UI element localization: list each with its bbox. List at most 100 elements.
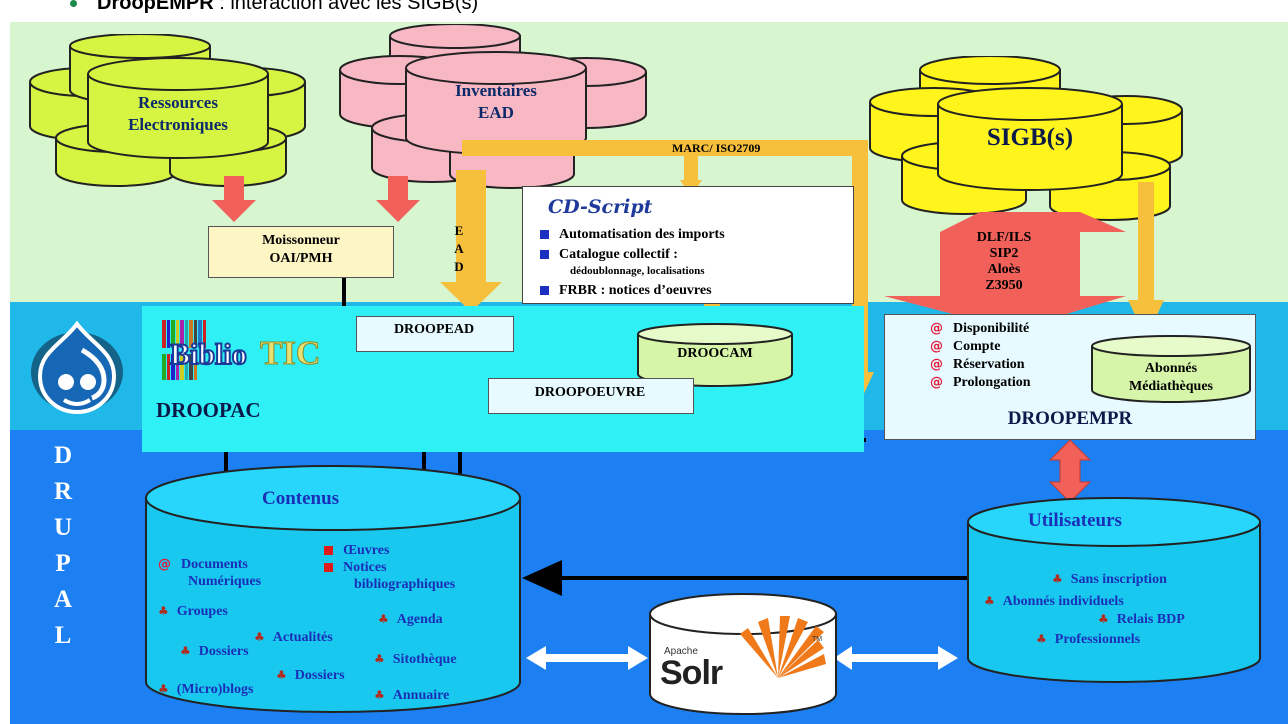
svg-text:Biblio: Biblio — [170, 338, 247, 371]
droopoeuvre-box — [488, 378, 694, 414]
contenus-at-item: @ Documents — [158, 556, 261, 573]
utilisateurs-item: ♣ Relais BDP — [1098, 612, 1185, 628]
contenus-tree-item: ♣ Dossiers — [180, 644, 249, 660]
inventaires-line1: Inventaires — [455, 81, 537, 100]
ressources-line1: Ressources — [138, 93, 218, 112]
sigb-cylinders — [869, 56, 1183, 221]
drupal-vertical-label: D R U P A L — [48, 438, 78, 654]
contenus-item-text: Agenda — [396, 612, 443, 627]
cdscript-item: Automatisation des imports — [540, 226, 850, 244]
at-bullet-icon: @ — [930, 375, 943, 390]
header-rest: : interaction avec les SIGB(s) — [213, 0, 479, 14]
contenus-title: Contenus — [262, 488, 340, 509]
contenus-tree-item: ♣ Agenda — [378, 612, 443, 628]
droocam-label: DROOCAM — [677, 346, 753, 361]
utilisateurs-item-text: Abonnés individuels — [1002, 594, 1124, 609]
contenus-item-text: Dossiers — [198, 644, 249, 659]
contenus-square-item: Notices — [324, 559, 455, 576]
tree-bullet-icon: ♣ — [378, 612, 389, 626]
utilisateurs-item: ♣ Professionnels — [1036, 632, 1140, 648]
ead-letter: A — [454, 241, 464, 256]
abonnes-label: Abonnés Médiathèques — [1090, 360, 1252, 396]
ead-vertical-label: E A D — [452, 222, 466, 276]
header-bullet: DroopEMPR : interaction avec les SIGB(s) — [70, 0, 478, 15]
utilisateurs-item: ♣Sans inscription — [1052, 572, 1167, 588]
abonnes-cylinder — [1091, 335, 1251, 403]
svg-text:TIC: TIC — [260, 335, 320, 372]
droopead-box — [356, 316, 514, 352]
tree-bullet-icon: ♣ — [254, 630, 265, 644]
contenus-item-text: Annuaire — [392, 688, 450, 703]
protocol-item: DLF/ILS — [976, 230, 1032, 245]
contenus-documents: @Documents Numériques — [158, 556, 261, 590]
inventaires-label: Inventaires EAD — [416, 80, 576, 124]
utilisateurs-item-text: Relais BDP — [1116, 612, 1185, 627]
at-bullet-icon: @ — [930, 357, 943, 372]
empr-item-text: Prolongation — [953, 375, 1031, 390]
contenus-item-text: Actualités — [272, 630, 333, 645]
protocol-item: Aloès — [987, 262, 1021, 277]
ead-letter: E — [454, 223, 464, 238]
droopac-label: DROOPAC — [156, 398, 261, 422]
cdscript-list: Automatisation des imports Catalogue col… — [540, 226, 850, 300]
cdscript-box — [522, 186, 854, 304]
cdscript-item: Catalogue collectif : — [540, 246, 850, 264]
drupal-letter: D — [53, 442, 73, 469]
utilisateurs-item-text: Sans inscription — [1070, 572, 1167, 587]
tree-bullet-icon: ♣ — [276, 668, 287, 682]
drupal-letter: U — [53, 514, 73, 541]
at-bullet-icon: @ — [930, 339, 943, 354]
solr-apache-label: Apache — [664, 646, 698, 657]
utilisateurs-cylinder — [967, 497, 1261, 683]
drupal-drop-icon — [31, 320, 123, 415]
utilisateurs-title: Utilisateurs — [1028, 510, 1122, 531]
tree-bullet-icon: ♣ — [984, 594, 995, 608]
abonnes-line1: Abonnés — [1144, 361, 1198, 376]
at-bullet-icon: @ — [930, 321, 943, 336]
protocol-item: SIP2 — [989, 246, 1019, 261]
protocol-item: Z3950 — [985, 278, 1023, 293]
solr-cylinder — [649, 593, 837, 715]
inventaires-cylinders — [339, 24, 647, 189]
contenus-item-text: (Micro)blogs — [176, 682, 254, 697]
tree-bullet-icon: ♣ — [374, 688, 385, 702]
tree-bullet-icon: ♣ — [374, 652, 385, 666]
tree-bullet-icon: ♣ — [180, 644, 191, 658]
empr-item-text: Réservation — [953, 357, 1025, 372]
contenus-item-text: Groupes — [176, 604, 228, 619]
cdscript-item-text: Catalogue collectif : — [559, 247, 678, 262]
sigb-label: SIGB(s) — [986, 124, 1074, 151]
drupal-letter: P — [55, 550, 71, 577]
cdscript-item: FRBR : notices d’oeuvres — [540, 282, 850, 300]
abonnes-line2: Médiathèques — [1129, 379, 1213, 394]
header-bold: DroopEMPR — [97, 0, 214, 14]
empr-item: @ Disponibilité — [930, 320, 1031, 338]
bullet-square-icon — [540, 286, 549, 296]
empr-item-text: Disponibilité — [953, 321, 1030, 336]
empr-item: @ Réservation — [930, 356, 1031, 374]
empr-item: @ Prolongation — [930, 374, 1031, 392]
bullet-square-icon — [540, 230, 549, 240]
tree-bullet-icon: ♣ — [158, 604, 169, 618]
at-bullet-icon: @ — [158, 557, 171, 572]
contenus-item-text: Dossiers — [294, 668, 345, 683]
ressources-cylinders — [29, 34, 306, 187]
contenus-item-text: Documents — [181, 557, 248, 572]
contenus-tree-item: ♣ Dossiers — [276, 668, 345, 684]
inventaires-line2: EAD — [478, 103, 514, 122]
empr-item-text: Compte — [953, 339, 1001, 354]
utilisateurs-item-text: Professionnels — [1054, 632, 1141, 647]
cdscript-item-sub: dédoublonnage, localisations — [570, 265, 705, 277]
droopead-label: DROOPEAD — [393, 322, 475, 337]
contenus-tree-item: ♣ Groupes — [158, 604, 228, 620]
ressources-line2: Electroniques — [128, 115, 228, 134]
droopempr-list: @ Disponibilité @ Compte @ Réservation @ Pro… — [930, 320, 1031, 392]
drupal-letter: A — [53, 586, 73, 613]
contenus-item-text: Œuvres — [343, 543, 390, 558]
contenus-tree-item: ♣ Actualités — [254, 630, 333, 646]
bullet-square-icon — [324, 563, 333, 573]
contenus-item-text: Sitothèque — [392, 652, 457, 667]
solr-tm: TM — [812, 636, 823, 643]
tree-bullet-icon: ♣ — [1036, 632, 1047, 646]
tree-bullet-icon: ♣ — [1098, 612, 1109, 626]
